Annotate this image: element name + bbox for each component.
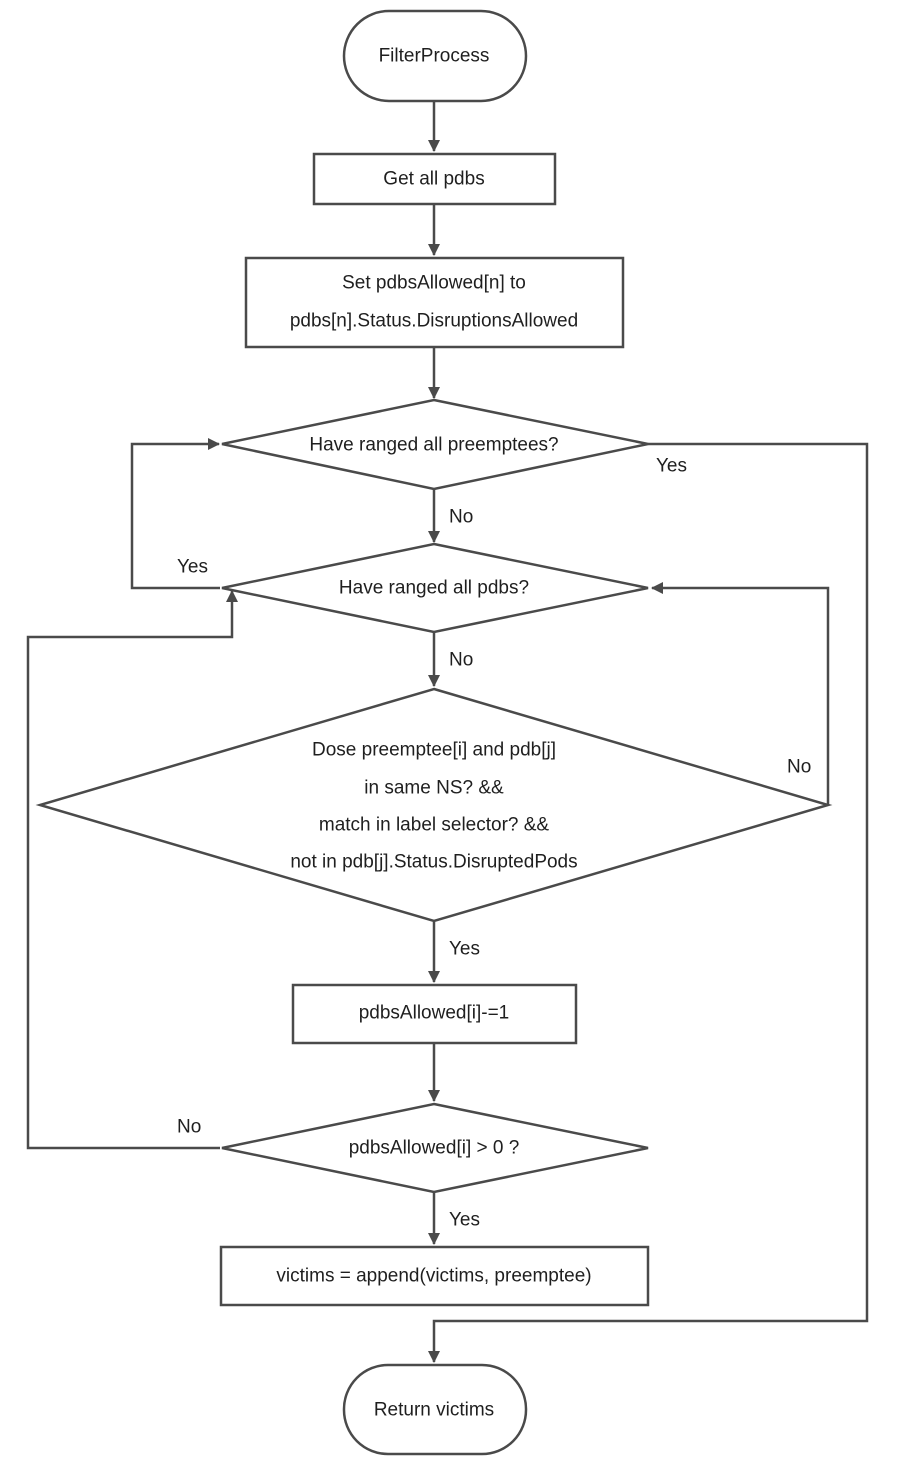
append-victims-label: victims = append(victims, preemptee)	[276, 1266, 591, 1287]
edge-pdbs-yes	[130, 438, 220, 590]
edge-labels: Yes No Yes No No Yes No Yes	[177, 456, 811, 1231]
node-end: Return victims	[342, 1363, 528, 1456]
ranged-pdbs-diamond	[221, 542, 649, 634]
edges	[26, 101, 869, 1363]
label-preemptees-no: No	[449, 507, 473, 528]
ranged-preemptees-diamond	[221, 398, 649, 491]
get-pdbs-label: Get all pdbs	[383, 169, 484, 190]
get-pdbs-box	[312, 152, 557, 206]
match-check-label-line-2: in same NS? &&	[364, 778, 504, 799]
label-allowed-yes: Yes	[449, 1210, 480, 1231]
node-get-pdbs: Get all pdbs	[312, 152, 557, 206]
end-terminal	[342, 1363, 528, 1456]
label-match-no: No	[787, 757, 811, 778]
label-pdbs-yes: Yes	[177, 557, 208, 578]
label-allowed-no: No	[177, 1117, 201, 1138]
node-ranged-pdbs: Have ranged all pdbs?	[221, 542, 649, 634]
node-set-allowed: Set pdbsAllowed[n] to pdbs[n].Status.Dis…	[244, 256, 625, 349]
decrement-box	[291, 983, 578, 1045]
label-match-yes: Yes	[449, 939, 480, 960]
start-terminal	[342, 9, 528, 103]
label-pdbs-no: No	[449, 650, 473, 671]
node-allowed-check: pdbsAllowed[i] > 0 ?	[221, 1102, 649, 1194]
match-check-label-line-1: Dose preemptee[i] and pdb[j]	[312, 740, 556, 761]
set-allowed-label-line-1: Set pdbsAllowed[n] to	[342, 273, 526, 294]
node-start: FilterProcess	[342, 9, 528, 103]
set-allowed-label-line-2: pdbs[n].Status.DisruptionsAllowed	[290, 311, 578, 332]
allowed-check-diamond	[221, 1102, 649, 1194]
start-label: FilterProcess	[379, 46, 490, 67]
node-ranged-preemptees: Have ranged all preemptees?	[221, 398, 649, 491]
edge-match-no	[651, 582, 830, 805]
decrement-label: pdbsAllowed[i]-=1	[359, 1003, 510, 1024]
ranged-pdbs-label: Have ranged all pdbs?	[339, 578, 529, 599]
node-decrement: pdbsAllowed[i]-=1	[291, 983, 578, 1045]
append-victims-box	[219, 1245, 650, 1307]
label-preemptees-yes: Yes	[656, 456, 687, 477]
node-append-victims: victims = append(victims, preemptee)	[219, 1245, 650, 1307]
end-label: Return victims	[374, 1400, 494, 1421]
match-check-label-line-3: match in label selector? &&	[319, 815, 550, 836]
node-match-check: Dose preemptee[i] and pdb[j] in same NS?…	[35, 687, 833, 923]
allowed-check-label: pdbsAllowed[i] > 0 ?	[349, 1138, 520, 1159]
set-allowed-box	[244, 256, 625, 349]
edge-preemptees-yes	[428, 442, 869, 1363]
match-check-label-line-4: not in pdb[j].Status.DisruptedPods	[290, 852, 577, 873]
edge-allowed-no	[26, 590, 238, 1150]
match-check-diamond	[35, 687, 833, 923]
ranged-preemptees-label: Have ranged all preemptees?	[309, 435, 558, 456]
